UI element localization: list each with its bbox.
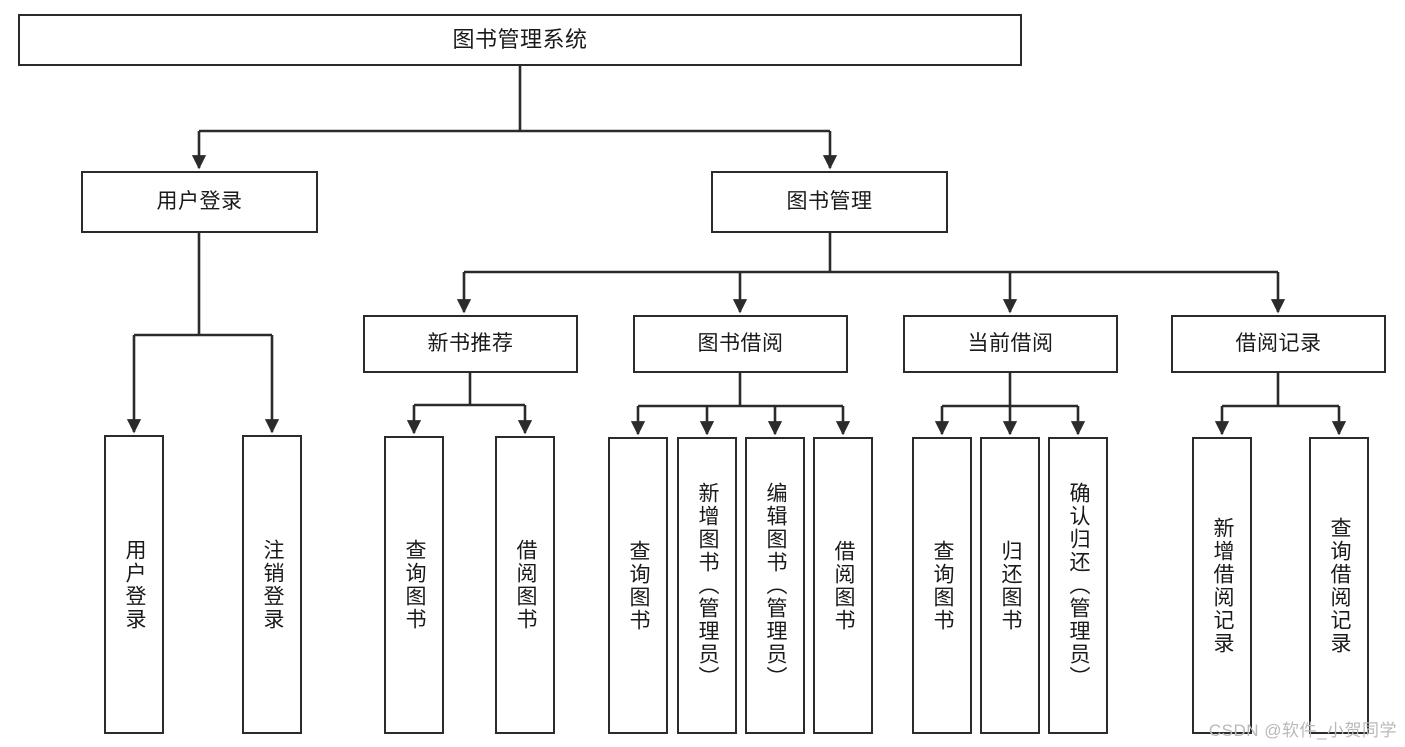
node-leaf-query-record[interactable]: 查询借阅记录: [1309, 437, 1369, 734]
node-label: 借阅记录: [1235, 331, 1322, 355]
node-label: 用户登录: [156, 189, 243, 213]
node-leaf-query-book-1[interactable]: 查询图书: [384, 436, 444, 734]
node-borrow-record[interactable]: 借阅记录: [1171, 315, 1386, 373]
node-root-book-management-system[interactable]: 图书管理系统: [18, 14, 1022, 66]
node-current-borrow[interactable]: 当前借阅: [903, 315, 1118, 373]
node-label: 新书推荐: [427, 331, 514, 355]
node-label: 编辑图书（管理员）: [764, 482, 788, 689]
node-label: 确认归还（管理员）: [1067, 482, 1091, 689]
node-book-borrow[interactable]: 图书借阅: [633, 315, 848, 373]
node-leaf-return-book[interactable]: 归还图书: [980, 437, 1040, 734]
node-label: 查询图书: [627, 539, 651, 632]
node-leaf-logout-login[interactable]: 注销登录: [242, 435, 302, 734]
node-leaf-confirm-return[interactable]: 确认归还（管理员）: [1048, 437, 1108, 734]
node-label: 查询借阅记录: [1328, 516, 1352, 655]
node-label: 新增图书（管理员）: [696, 482, 720, 689]
node-user-login[interactable]: 用户登录: [81, 171, 318, 233]
node-leaf-user-login[interactable]: 用户登录: [104, 435, 164, 734]
node-label: 借阅图书: [832, 539, 856, 632]
node-label: 图书借阅: [697, 331, 784, 355]
node-leaf-borrow-book-1[interactable]: 借阅图书: [495, 436, 555, 734]
node-label: 查询图书: [931, 539, 955, 632]
node-label: 借阅图书: [514, 539, 538, 631]
node-label: 归还图书: [999, 539, 1023, 632]
node-label: 用户登录: [123, 538, 147, 631]
node-leaf-add-record[interactable]: 新增借阅记录: [1192, 437, 1252, 734]
node-leaf-query-book-3[interactable]: 查询图书: [912, 437, 972, 734]
node-new-book-recommend[interactable]: 新书推荐: [363, 315, 578, 373]
node-leaf-add-book[interactable]: 新增图书（管理员）: [677, 437, 737, 734]
node-label: 图书管理: [786, 189, 873, 213]
node-label: 当前借阅: [967, 331, 1054, 355]
csdn-watermark: CSDN @软件_小贺同学: [1208, 721, 1397, 740]
node-label: 图书管理系统: [452, 27, 588, 53]
node-label: 新增借阅记录: [1211, 516, 1235, 655]
node-leaf-edit-book[interactable]: 编辑图书（管理员）: [745, 437, 805, 734]
node-book-management[interactable]: 图书管理: [711, 171, 948, 233]
node-leaf-borrow-book-2[interactable]: 借阅图书: [813, 437, 873, 734]
node-leaf-query-book-2[interactable]: 查询图书: [608, 437, 668, 734]
node-label: 查询图书: [403, 539, 427, 631]
node-label: 注销登录: [261, 538, 285, 631]
